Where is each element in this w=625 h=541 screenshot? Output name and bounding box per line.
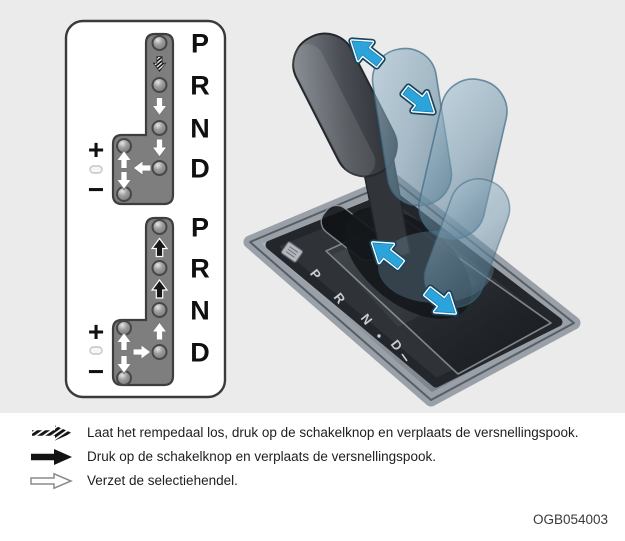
label-D: D: [190, 338, 210, 368]
gear-lever-solid[interactable]: [283, 23, 411, 264]
press-button-solid-arrow-icon: [31, 449, 72, 465]
legend-text: Verzet de selectiehendel.: [87, 473, 238, 488]
console-dot: [377, 334, 381, 338]
label-D: D: [190, 154, 210, 184]
position-dot-P: [151, 35, 168, 51]
legend-text: Druk op de schakelknop en verplaats de v…: [87, 449, 436, 464]
gear-lever-ghosts: [371, 47, 511, 308]
legend: Laat het rempedaal los, druk op de schak…: [30, 424, 579, 490]
position-dot-N: [151, 302, 168, 318]
console-bezel-edge: [249, 180, 575, 401]
shiftlock-release-button[interactable]: [280, 241, 304, 263]
lever-pill-icon: [89, 346, 103, 355]
position-dot-P: [151, 219, 168, 235]
position-dot-D: [151, 344, 168, 360]
label-plus: +: [88, 316, 104, 347]
label-P: P: [191, 213, 209, 243]
shifter-3d-illustration: P R N D: [243, 5, 581, 407]
figure-code: OGB054003: [532, 512, 608, 527]
position-dot-R: [151, 260, 168, 276]
label-R: R: [190, 71, 210, 101]
gate-top-view: P R N D + −: [88, 29, 210, 206]
gate-panel-frame: [64, 19, 227, 399]
legend-row-brake-release: Laat het rempedaal los, druk op de schak…: [30, 424, 579, 442]
console-tick: [401, 353, 408, 362]
legend-text: Laat het rempedaal los, druk op de schak…: [87, 425, 579, 440]
gate-bottom-view: P R N D + −: [88, 213, 210, 388]
label-N: N: [190, 296, 210, 326]
legend-row-move-lever: Verzet de selectiehendel.: [30, 472, 579, 490]
position-dot-N: [151, 120, 168, 136]
gate-track-bottom: [111, 216, 175, 387]
label-minus: −: [88, 174, 104, 205]
move-lever-outline-arrow-icon: [30, 472, 73, 490]
shift-gate-diagram-panel: P R N D + − P R N D +: [64, 19, 227, 399]
legend-row-press-button: Druk op de schakelknop en verplaats de v…: [30, 448, 579, 466]
label-plus: +: [88, 134, 104, 165]
label-minus: −: [88, 356, 104, 387]
label-P: P: [191, 29, 209, 59]
lever-pill-icon: [89, 165, 103, 174]
position-dot-R: [151, 77, 168, 93]
label-R: R: [190, 254, 210, 284]
brake-release-hatched-arrow-icon: [32, 425, 72, 441]
label-N: N: [190, 114, 210, 144]
position-dot-D: [151, 160, 168, 176]
